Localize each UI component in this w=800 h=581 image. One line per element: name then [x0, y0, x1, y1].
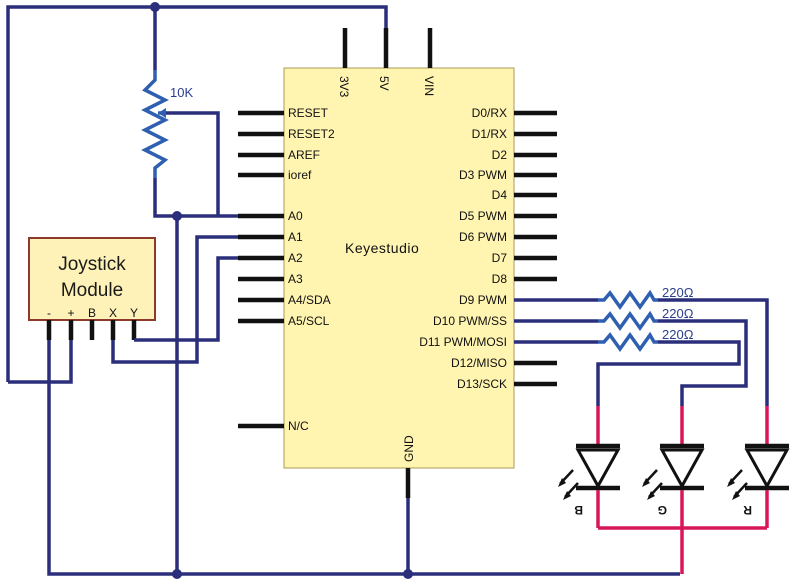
- pin-label-d8: D8: [492, 272, 508, 286]
- junction-dot: [172, 569, 182, 579]
- pin-label-aref: AREF: [288, 148, 320, 162]
- joystick-module: [28, 237, 156, 321]
- pin-label-a2: A2: [288, 251, 303, 265]
- left-pin-lines: [238, 110, 284, 429]
- pin-label-d0: D0/RX: [472, 106, 507, 120]
- pin-label-d11: D11 PWM/MOSI: [419, 335, 507, 349]
- led-red-label: R: [743, 503, 752, 517]
- led-green-label: G: [658, 503, 667, 517]
- pin-label-5v: 5V: [377, 76, 391, 91]
- junction-dot: [172, 211, 182, 221]
- joystick-pin-plus: +: [67, 306, 74, 320]
- wiper-arrow: [158, 108, 166, 118]
- pin-label-d9: D9 PWM: [459, 293, 507, 307]
- joystick-pin-lines: [46, 320, 137, 340]
- resistor-2-label: 220Ω: [662, 306, 694, 321]
- pin-label-a0: A0: [288, 209, 303, 223]
- pin-label-d1: D1/RX: [472, 127, 507, 141]
- top-pin-lines: [342, 28, 433, 68]
- wires: [6, 5, 769, 576]
- joystick-title-line2: Module: [61, 280, 123, 301]
- pin-label-d7: D7: [492, 251, 508, 265]
- right-pin-lines: [514, 110, 557, 387]
- pin-label-d4: D4: [492, 188, 508, 202]
- junction-dot: [150, 2, 160, 12]
- pin-label-gnd: GND: [402, 435, 416, 462]
- pin-label-d12: D12/MISO: [451, 356, 507, 370]
- pin-label-a4: A4/SDA: [288, 293, 331, 307]
- resistor-1: 220Ω: [598, 285, 694, 311]
- keyestudio-board: [283, 67, 515, 469]
- pin-label-d5: D5 PWM: [459, 209, 507, 223]
- left-pin-labels: RESET RESET2 AREF ioref A0 A1 A2 A3 A4/S…: [288, 106, 335, 433]
- pin-label-3v3: 3V3: [337, 76, 351, 98]
- pin-label-d13: D13/SCK: [457, 377, 507, 391]
- joystick-pin-minus: -: [47, 306, 51, 320]
- potentiometer: [141, 70, 169, 178]
- pin-label-a1: A1: [288, 230, 303, 244]
- pin-label-a3: A3: [288, 272, 303, 286]
- resistor-3-label: 220Ω: [662, 327, 694, 342]
- pin-label-ioref: ioref: [288, 168, 312, 182]
- potentiometer-label: 10K: [170, 85, 193, 100]
- pin-label-reset2: RESET2: [288, 127, 335, 141]
- joystick-pin-x: X: [109, 306, 117, 320]
- right-pin-labels: D0/RX D1/RX D2 D3 PWM D4 D5 PWM D6 PWM D…: [419, 106, 507, 391]
- led-green: G: [642, 406, 705, 574]
- led-blue-label: B: [574, 503, 583, 517]
- pin-label-d2: D2: [492, 148, 508, 162]
- resistor-1-label: 220Ω: [662, 285, 694, 300]
- pin-label-d3: D3 PWM: [459, 168, 507, 182]
- joystick-pin-y: Y: [130, 306, 138, 320]
- board-name: Keyestudio: [345, 240, 419, 256]
- joystick-pin-b: B: [88, 306, 96, 320]
- pin-label-d6: D6 PWM: [459, 230, 507, 244]
- joystick-title-line1: Joystick: [58, 254, 126, 275]
- pin-label-vin: VIN: [422, 76, 436, 96]
- led-blue: B: [558, 406, 621, 528]
- pin-label-reset: RESET: [288, 106, 329, 120]
- pin-label-a5: A5/SCL: [288, 314, 330, 328]
- resistor-2: 220Ω: [598, 306, 694, 332]
- junction-dot: [403, 569, 413, 579]
- resistor-3: 220Ω: [598, 327, 694, 353]
- led-red: R: [727, 406, 790, 528]
- pin-label-d10: D10 PWM/SS: [433, 314, 507, 328]
- pin-label-nc: N/C: [288, 419, 309, 433]
